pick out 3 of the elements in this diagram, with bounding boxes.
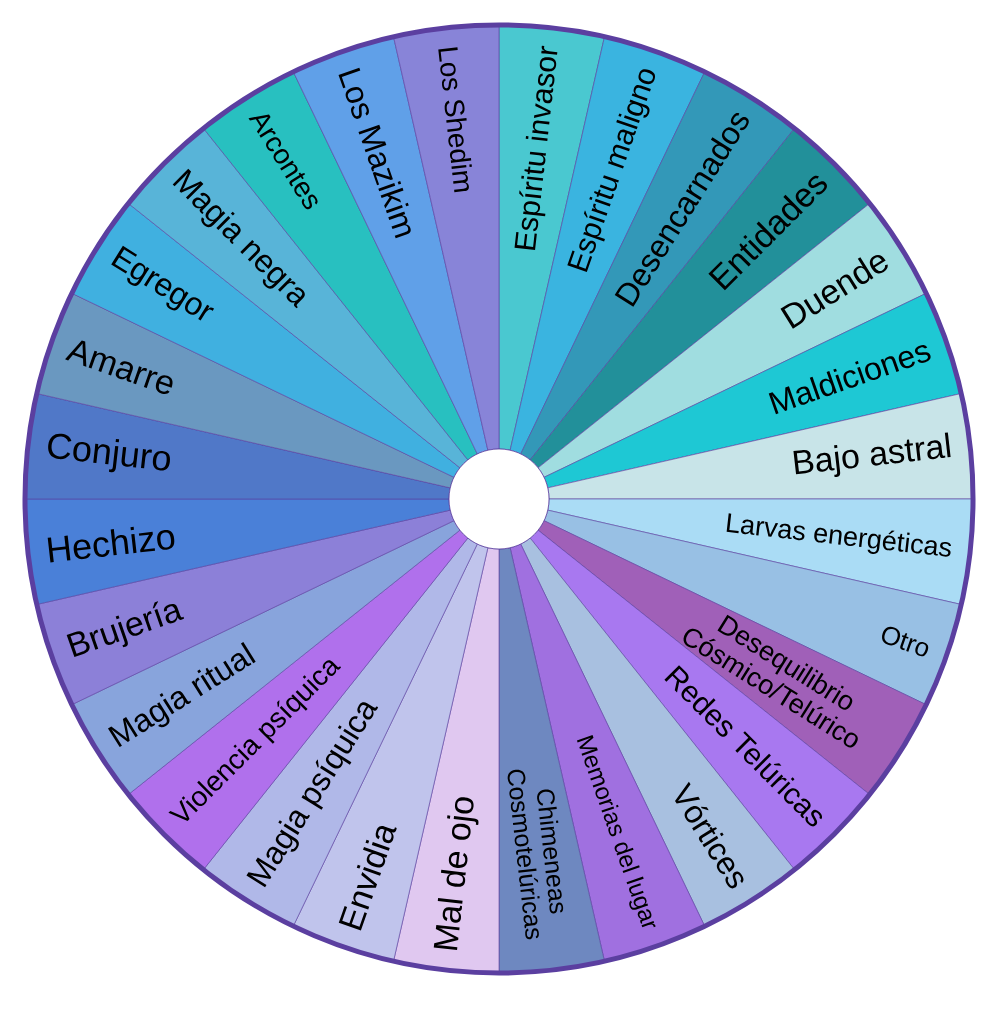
hub-circle <box>448 448 550 550</box>
wheel-segment: Larvas energéticas <box>547 498 974 605</box>
wheel-segment: Conjuro <box>24 393 451 500</box>
